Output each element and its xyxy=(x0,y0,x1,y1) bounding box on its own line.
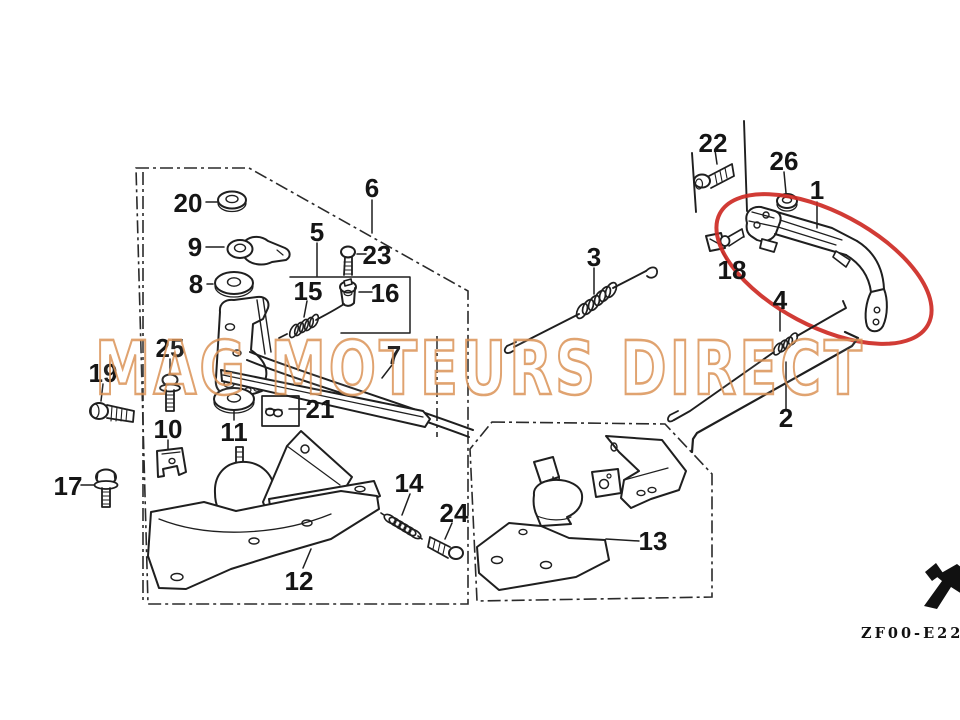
part-label-13: 13 xyxy=(639,526,668,556)
part-label-4: 4 xyxy=(773,285,788,315)
part-label-8: 8 xyxy=(189,269,203,299)
part-1-control-lever xyxy=(745,205,888,333)
part-label-7: 7 xyxy=(387,340,401,370)
watermark-text: MAG MOTEURS DIRECT xyxy=(95,326,865,412)
part-label-18: 18 xyxy=(718,255,747,285)
part-20-flange-nut xyxy=(217,190,247,213)
part-14-spring xyxy=(380,512,423,540)
part-label-11: 11 xyxy=(220,417,248,447)
part-12-mount-plate xyxy=(147,490,380,590)
part-17-bolt xyxy=(93,468,119,508)
part-21-clip xyxy=(261,395,300,427)
part-16-rod-joint xyxy=(339,278,357,307)
part-9-governor-arm xyxy=(226,235,291,266)
assembly-enclosures xyxy=(135,167,713,605)
part-label-24: 24 xyxy=(440,498,469,528)
part-label-17: 17 xyxy=(54,471,83,501)
part-label-16: 16 xyxy=(371,278,400,308)
part-label-3: 3 xyxy=(587,242,601,272)
right-enclosure-border xyxy=(469,421,713,602)
part-label-5: 5 xyxy=(310,217,324,247)
part-label-9: 9 xyxy=(188,232,202,262)
part-2-throttle-rod xyxy=(690,330,860,454)
drawing-code: ZF00-E220 xyxy=(861,625,960,642)
part-7-choke-rod-bar xyxy=(220,369,431,428)
part-22-bolt-with-bracket xyxy=(691,120,748,213)
red-highlight-ellipse xyxy=(714,192,934,346)
part-label-12: 12 xyxy=(285,566,314,596)
part-label-26: 26 xyxy=(770,146,799,176)
part-3-tension-spring xyxy=(503,266,658,354)
part-label-2: 2 xyxy=(779,403,793,433)
part-label-22: 22 xyxy=(699,128,728,158)
part-4-governor-rod xyxy=(667,300,847,423)
part-18-clip-and-pin xyxy=(705,228,745,252)
part-13-assembly xyxy=(476,435,687,591)
part-label-6: 6 xyxy=(365,173,379,203)
part-label-14: 14 xyxy=(395,468,424,498)
part-label-25: 25 xyxy=(156,333,185,363)
part-label-20: 20 xyxy=(174,188,203,218)
fr-direction-icon xyxy=(924,563,960,609)
part-19-bolt xyxy=(89,402,135,423)
part-number-labels: 20 9 8 6 5 23 15 16 25 7 19 21 10 11 17 … xyxy=(54,128,825,596)
part-label-10: 10 xyxy=(154,414,183,444)
part-25-bolt xyxy=(159,373,181,412)
part-label-15: 15 xyxy=(294,276,323,306)
part-10-cable-clip xyxy=(156,447,187,478)
part-11-washer xyxy=(213,387,255,414)
part-label-23: 23 xyxy=(363,240,392,270)
control-rod-curved xyxy=(246,351,474,438)
part-23-bolt xyxy=(340,245,356,276)
part-15-return-spring xyxy=(278,303,345,339)
part-8-washer xyxy=(214,271,254,298)
part-label-1: 1 xyxy=(810,175,824,205)
part-24-bolt xyxy=(427,536,464,560)
part-label-21: 21 xyxy=(306,394,335,424)
part-label-19: 19 xyxy=(89,358,118,388)
